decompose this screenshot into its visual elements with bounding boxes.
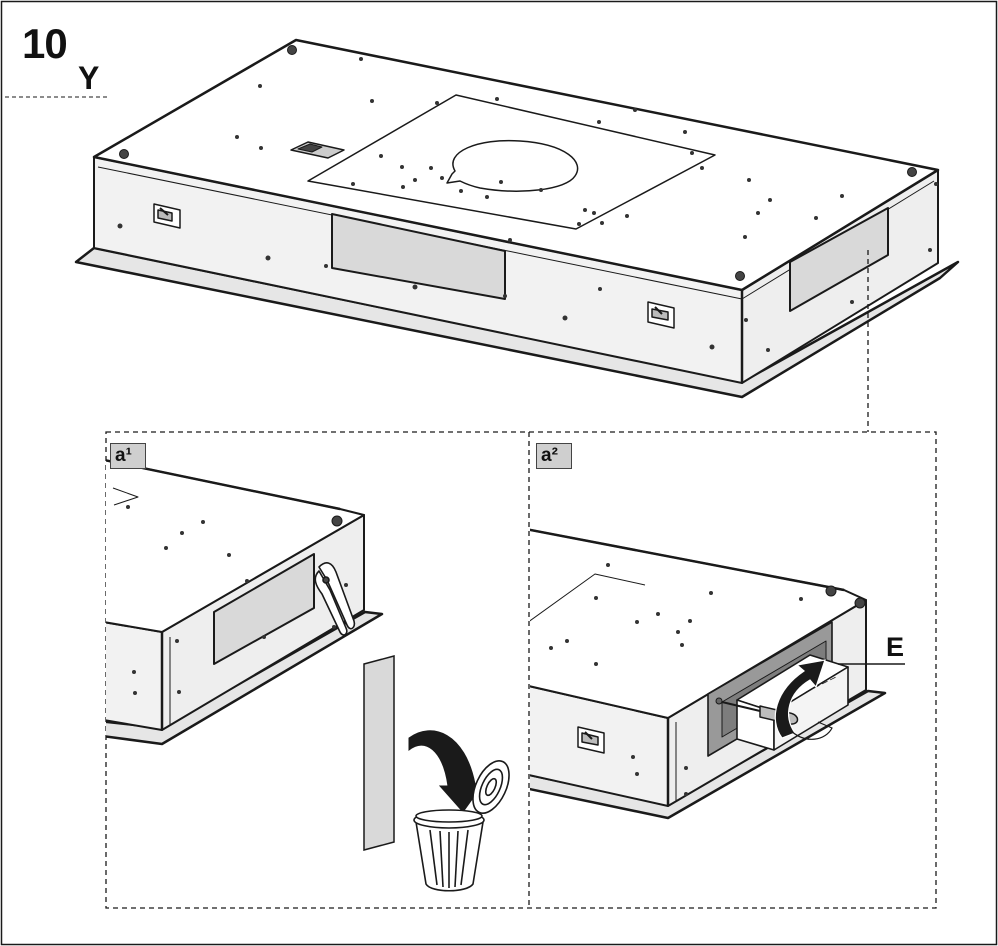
a1-grille — [213, 553, 315, 665]
duct-cutout — [446, 139, 579, 192]
step-variant-label: Y — [78, 60, 100, 96]
front-grille — [331, 213, 506, 300]
removed-grille-panel — [363, 655, 395, 851]
a2-handle — [577, 726, 605, 754]
panel-a2-tag: a² — [536, 443, 572, 469]
hood-feet — [119, 45, 917, 281]
rotate-arrow-tail — [789, 721, 833, 740]
right-handle — [647, 301, 675, 329]
rotate-arrow — [774, 659, 826, 739]
left-handle — [153, 203, 181, 229]
trash-can-icon — [413, 760, 510, 892]
hood-main — [74, 38, 960, 399]
pliers — [314, 562, 356, 636]
panel-a1-tag: a¹ — [110, 443, 146, 469]
side-grille — [789, 207, 889, 312]
panel-a1-art — [106, 459, 384, 746]
hood-screws — [117, 57, 938, 352]
step-number: 10 — [22, 20, 68, 67]
callout-e-label: E — [886, 632, 905, 662]
discard-arrow — [408, 730, 484, 813]
detail-box — [105, 431, 937, 909]
